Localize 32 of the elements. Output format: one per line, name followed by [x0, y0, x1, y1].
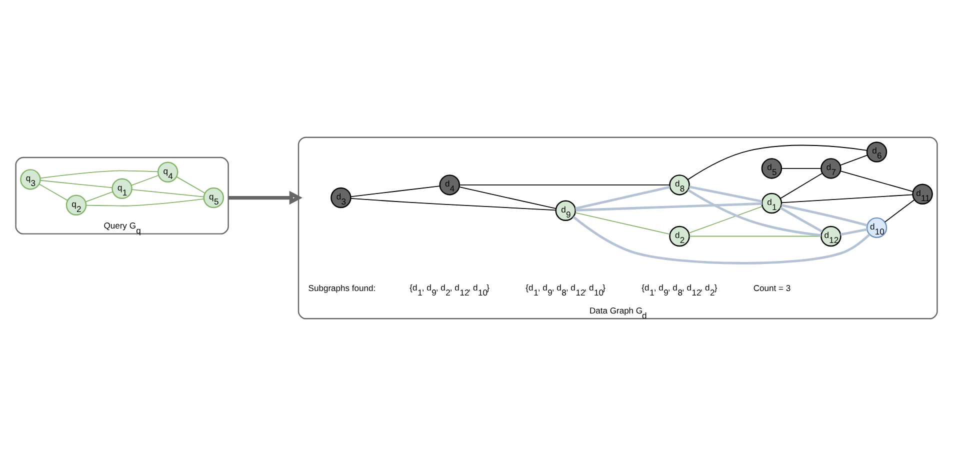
connector [840, 228, 868, 236]
connector [350, 186, 440, 198]
connector [85, 191, 114, 202]
connector [780, 206, 823, 233]
connector [781, 168, 822, 169]
connector [40, 170, 158, 179]
connector [687, 188, 822, 237]
arrow [228, 190, 302, 205]
label: Subgraphs found: [308, 283, 376, 294]
connector [576, 202, 762, 212]
connector [458, 186, 557, 210]
connector [86, 198, 204, 206]
label: Count = 3 [753, 283, 791, 294]
connector [884, 199, 915, 222]
connector [688, 206, 763, 234]
connector [350, 198, 556, 211]
connector [572, 216, 870, 264]
connector [131, 174, 159, 186]
connector [688, 186, 762, 203]
connector [781, 194, 914, 204]
connector [40, 180, 113, 188]
connector [574, 212, 670, 235]
connector [840, 170, 914, 192]
connector [780, 172, 823, 199]
connector [459, 184, 670, 186]
connector [176, 176, 206, 194]
connector [840, 154, 868, 166]
connector [781, 204, 868, 226]
connector [131, 189, 204, 198]
connector [575, 186, 670, 210]
connector [687, 144, 868, 180]
connector [38, 184, 68, 201]
